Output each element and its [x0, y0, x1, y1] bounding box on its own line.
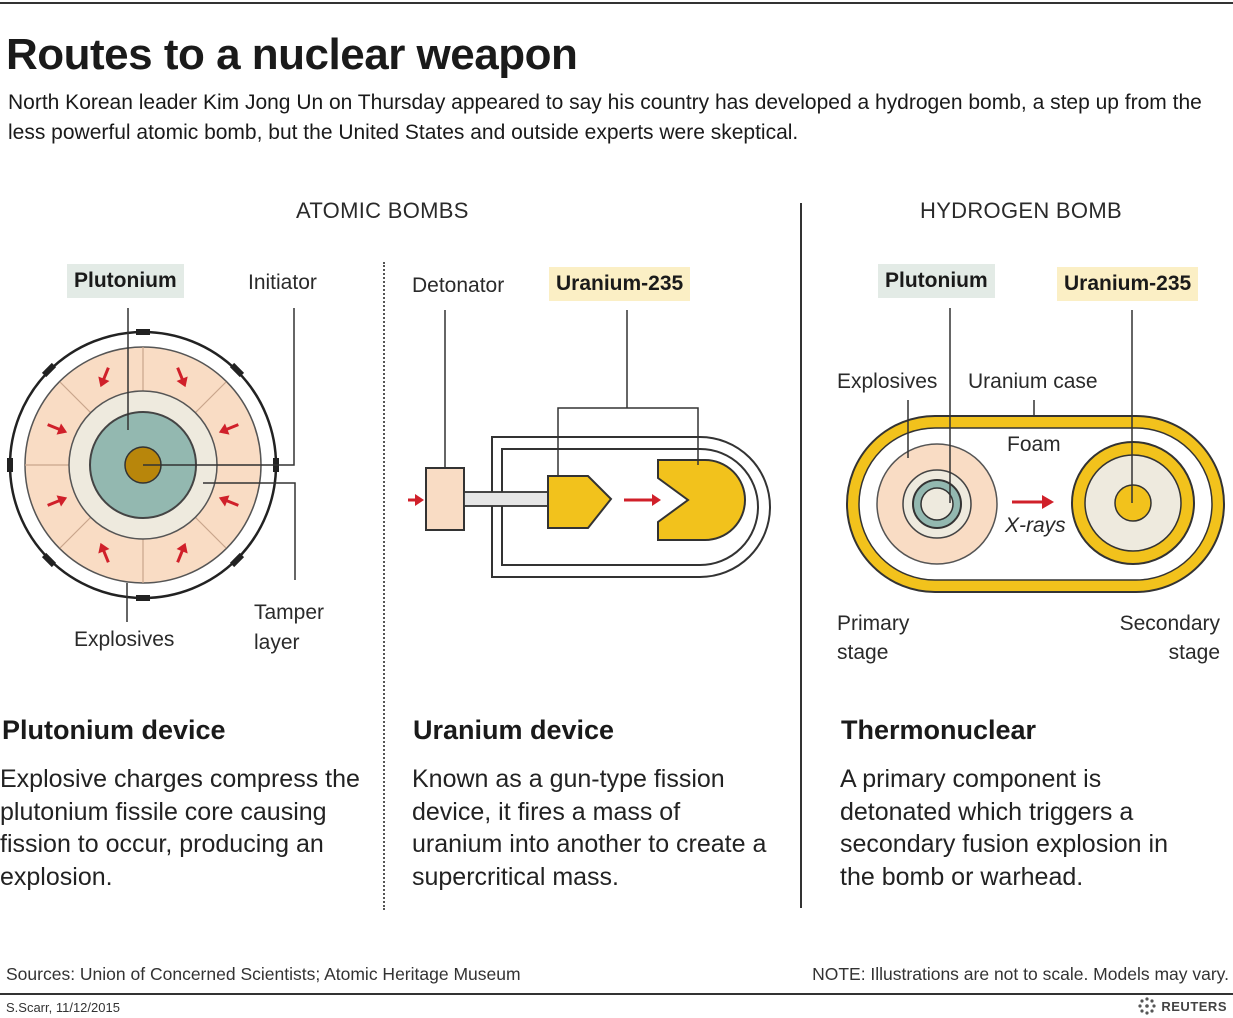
xray-arrow — [1012, 495, 1054, 509]
explosive-segments — [25, 347, 261, 583]
thermo-uranium-235-label: Uranium-235 — [1057, 267, 1199, 301]
uranium-235-label: Uranium-235 — [549, 267, 691, 301]
thermo-plutonium-label: Plutonium — [878, 264, 995, 298]
piston-rod — [463, 491, 549, 507]
detonator-ticks — [7, 329, 279, 601]
detonator-label: Detonator — [412, 274, 505, 297]
section-atomic-bombs: ATOMIC BOMBS — [296, 198, 469, 223]
section-hydrogen-bomb: HYDROGEN BOMB — [920, 198, 1122, 223]
thermo-explosives-label: Explosives — [837, 370, 938, 393]
section-divider — [800, 203, 802, 908]
uranium-case-label: Uranium case — [968, 370, 1098, 393]
plutonium-device-title: Plutonium device — [2, 715, 226, 745]
plutonium-device-description: Explosive charges compress the plutonium… — [0, 765, 360, 891]
thermonuclear-leader-lines — [907, 308, 1133, 503]
secondary-uranium-spark-plug — [1114, 484, 1152, 522]
thermonuclear-title: Thermonuclear — [841, 715, 1037, 745]
note-text: NOTE: Illustrations are not to scale. Mo… — [812, 964, 1229, 984]
primary-stage-label-line2: stage — [837, 641, 889, 664]
credit-text: S.Scarr, 11/12/2015 — [6, 1000, 120, 1015]
plutonium-leader-lines — [126, 308, 296, 622]
uranium-device-description: Known as a gun-type fission device, it f… — [412, 765, 767, 891]
top-rule — [0, 2, 1233, 4]
x-rays-label: X-rays — [1005, 514, 1066, 537]
page-subtitle: North Korean leader Kim Jong Un on Thurs… — [8, 91, 1202, 144]
explosives-label: Explosives — [74, 628, 175, 651]
initiator-label: Initiator — [248, 271, 317, 294]
sources-text: Sources: Union of Concerned Scientists; … — [6, 964, 521, 984]
tamper-label-line1: Tamper — [254, 601, 325, 624]
thermonuclear-illustration — [846, 308, 1225, 593]
uranium-leader-lines — [444, 310, 699, 475]
plutonium-label: Plutonium — [67, 264, 184, 298]
secondary-stage-label-line2: stage — [1168, 641, 1220, 664]
tamper-label-line2: layer — [254, 631, 300, 654]
plutonium-device-illustration — [7, 308, 296, 622]
uranium-device-title: Uranium device — [413, 715, 615, 745]
dotted-divider — [383, 262, 385, 910]
bottom-rule — [0, 993, 1233, 995]
foam-label: Foam — [1007, 433, 1061, 456]
uranium-target — [657, 459, 746, 541]
reuters-brand: REUTERS — [1161, 998, 1227, 1014]
primary-stage-label-line1: Primary — [837, 612, 910, 635]
primary-core — [920, 487, 954, 521]
page-title: Routes to a nuclear weapon — [6, 30, 578, 79]
reuters-dots-icon — [1138, 997, 1156, 1015]
uranium-device-illustration — [408, 310, 771, 578]
compression-arrows — [47, 367, 239, 563]
secondary-stage-label-line1: Secondary — [1119, 612, 1220, 635]
uranium-bullet — [547, 475, 613, 529]
firing-arrows — [408, 494, 661, 506]
reuters-logo: REUTERS — [1138, 997, 1227, 1015]
detonator-charge — [425, 467, 465, 531]
thermonuclear-description: A primary component is detonated which t… — [840, 765, 1168, 891]
